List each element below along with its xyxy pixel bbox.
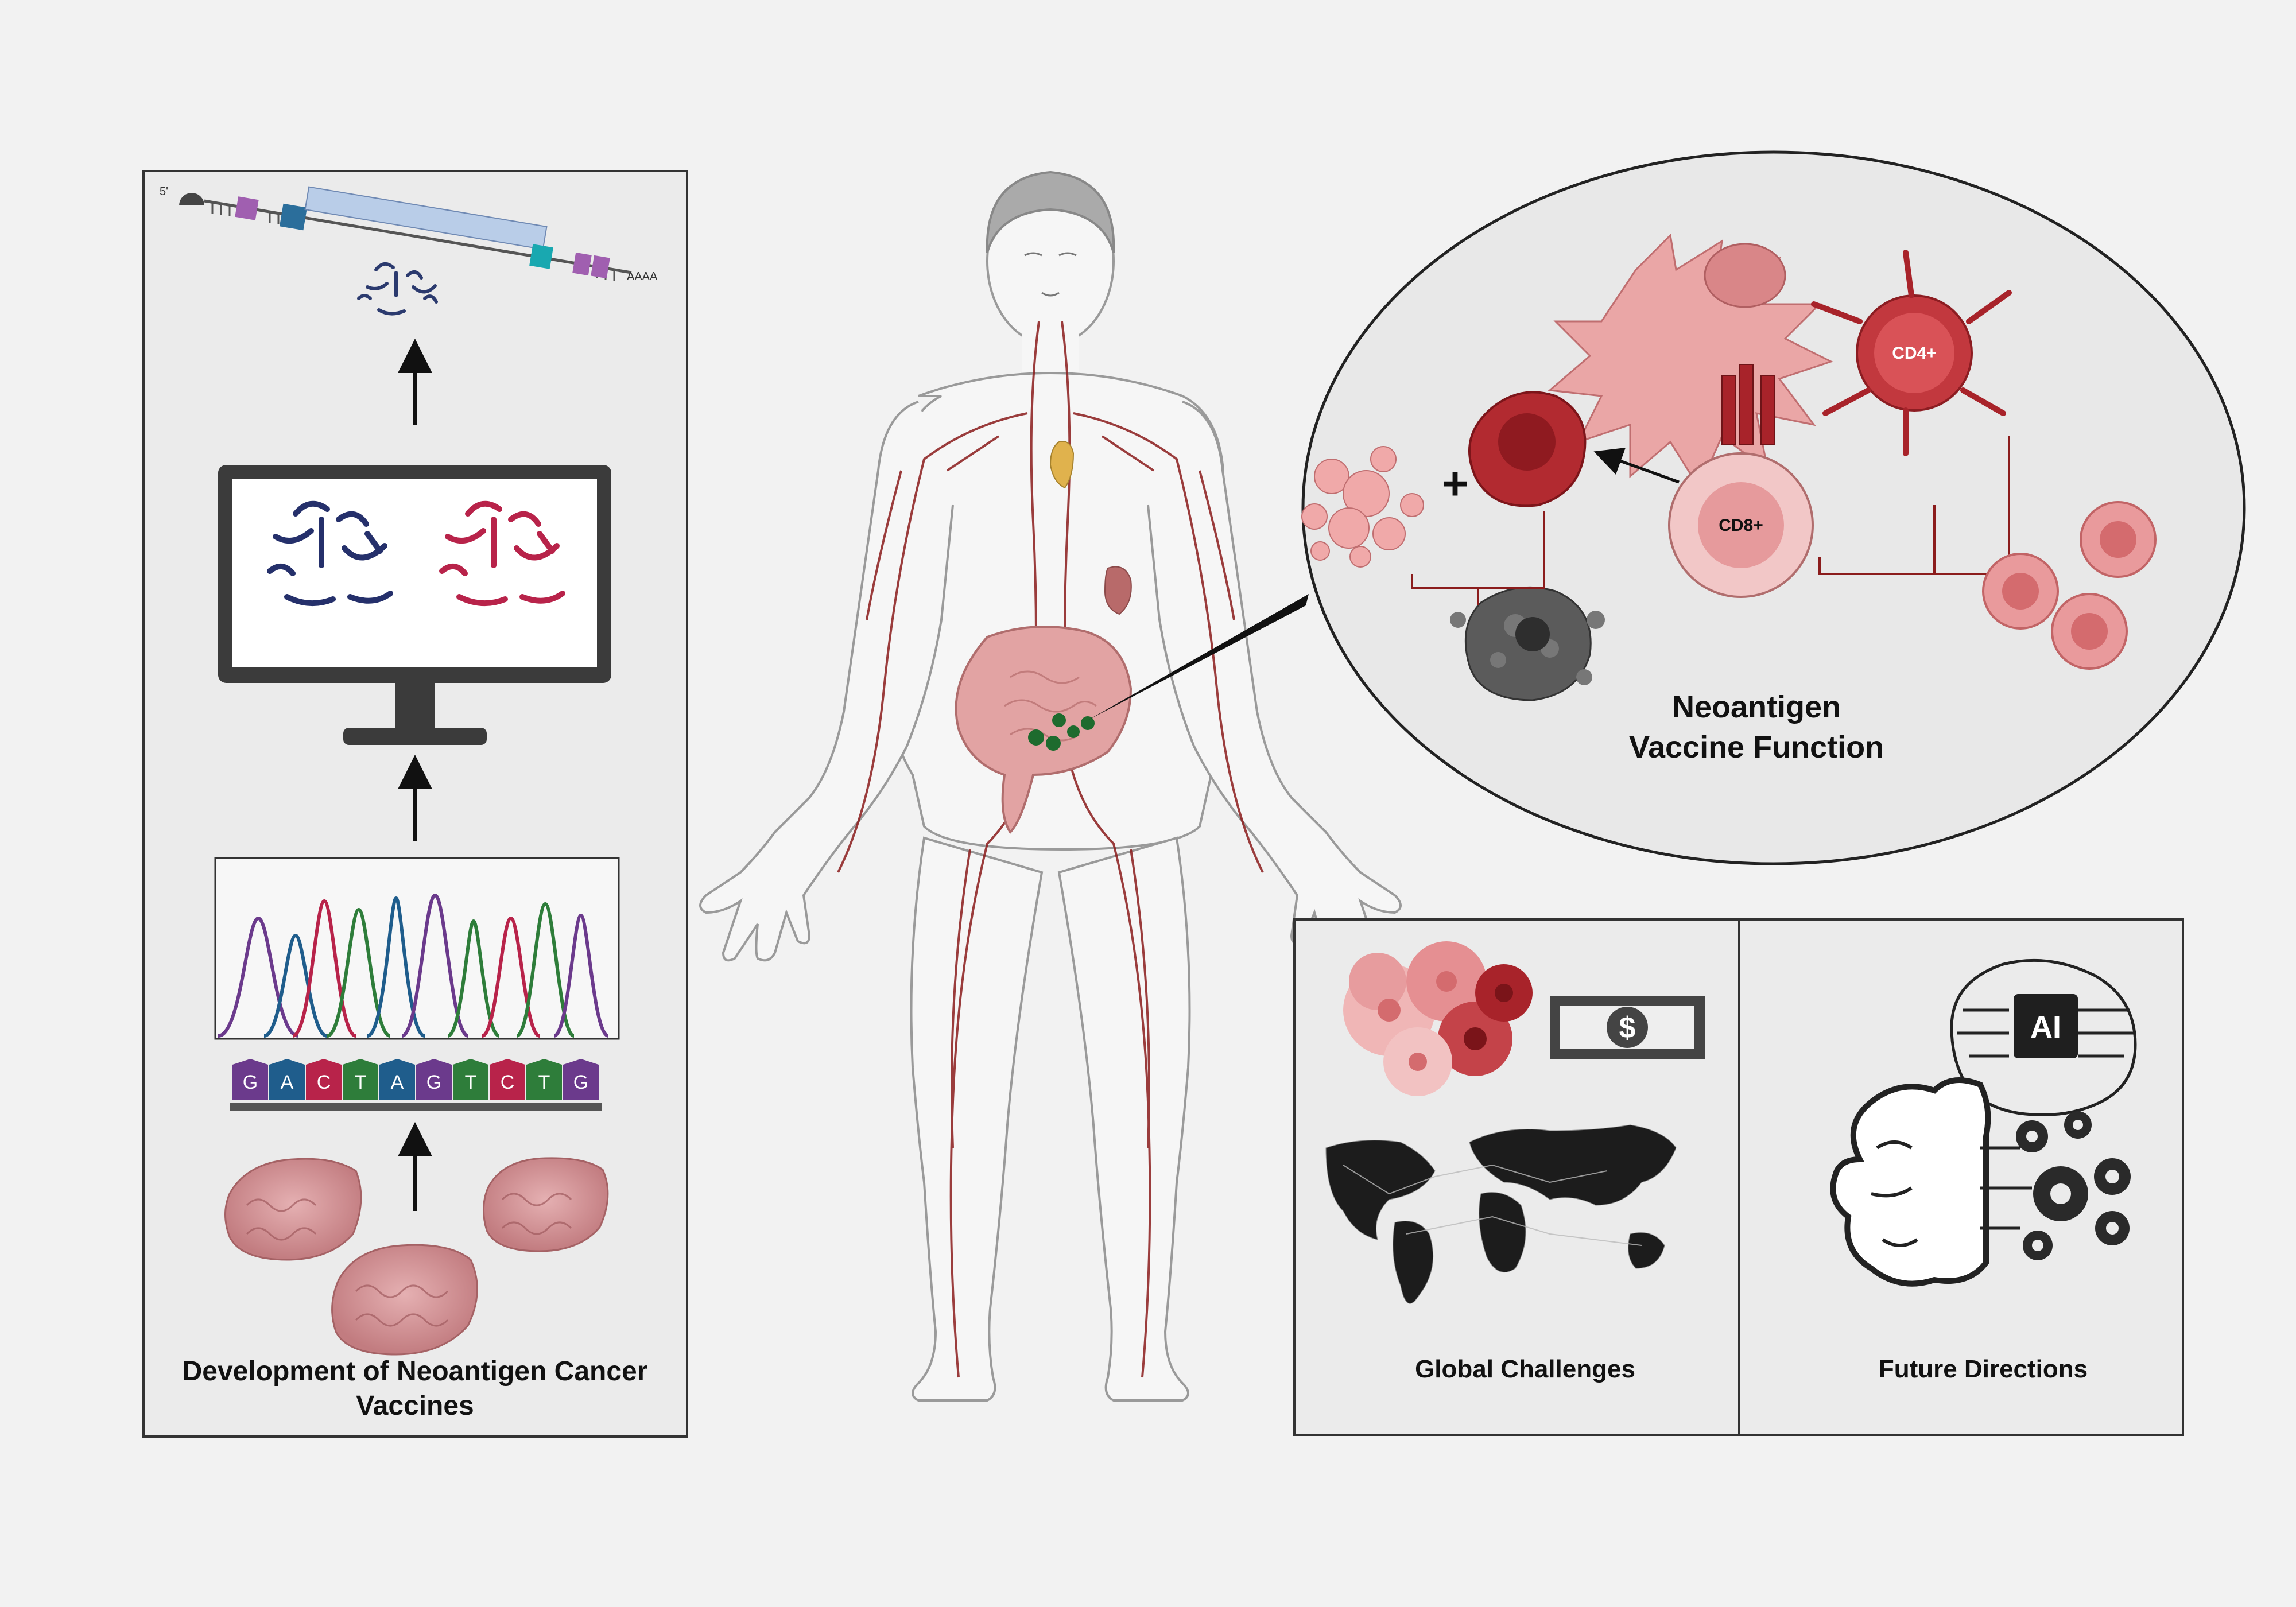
base-tile	[306, 1059, 342, 1100]
peptide-blue-icon	[267, 500, 393, 607]
plus-sign: +	[1442, 458, 1469, 509]
base-tile	[453, 1059, 488, 1100]
mrna-utr-block	[235, 196, 259, 220]
chromatogram	[214, 857, 620, 1040]
monitor-icon	[218, 465, 611, 745]
base-tile	[379, 1059, 415, 1100]
tumor-nodules	[1028, 713, 1095, 751]
brain-gears-icon	[1830, 1077, 2131, 1287]
ai-label: AI	[2030, 1010, 2061, 1045]
base-letter: G	[426, 1072, 441, 1093]
base-letter: A	[391, 1072, 404, 1093]
base-letter: A	[281, 1072, 294, 1093]
neoantigen-title-line2: Vaccine Function	[1629, 730, 1884, 764]
mrna-strand: 5' AAAA	[160, 185, 658, 283]
left-panel-title-line1: Development of Neoantigen Cancer	[183, 1356, 648, 1387]
dollar-sign: $	[1619, 1011, 1636, 1045]
dendritic-cell	[1548, 233, 1833, 490]
mrna-tail-block-2	[591, 255, 610, 279]
tissue-sample-left	[224, 1158, 362, 1261]
mrna-stop-block	[529, 244, 553, 269]
base-tile	[269, 1059, 305, 1100]
global-challenges-label: Global Challenges	[1415, 1355, 1635, 1383]
base-letter: T	[465, 1072, 477, 1093]
ai-chip	[2014, 994, 2078, 1058]
base-tile	[526, 1059, 562, 1100]
organ-kidney	[1104, 566, 1132, 615]
base-letter: G	[243, 1072, 258, 1093]
tumor-tissue-samples	[224, 1157, 609, 1356]
left-panel: 5' AAAA	[142, 170, 688, 1438]
base-tile	[563, 1059, 599, 1100]
tissue-sample-center	[331, 1244, 478, 1356]
tumor-cluster-icon	[1343, 941, 1533, 1096]
mhc-tcr-complex	[1721, 364, 1775, 445]
cd8-t-cell: CD8+	[1668, 452, 1814, 598]
base-letter: C	[317, 1072, 331, 1093]
challenges-directions-panel: $ Global Challenges AI	[1293, 918, 2184, 1436]
mrna-tail-block-1	[572, 252, 592, 276]
base-letter: T	[538, 1072, 550, 1093]
base-letter: G	[573, 1072, 588, 1093]
bracket-lines	[1411, 436, 2010, 605]
cd8-label: CD8+	[1719, 516, 1763, 535]
mrna-five-prime-label: 5'	[160, 185, 168, 198]
world-map-icon	[1325, 1124, 1677, 1304]
dead-tumor-cell	[1450, 586, 1605, 701]
base-tile	[343, 1059, 378, 1100]
future-directions-label: Future Directions	[1879, 1355, 2088, 1383]
lysed-tumor-fragments	[1301, 446, 1424, 568]
base-tile	[232, 1059, 268, 1100]
mrna-start-block	[279, 203, 308, 231]
cd4-t-cell: CD4+	[1811, 250, 2012, 456]
mrna-poly-a-label: AAAA	[627, 270, 658, 283]
body-hair	[986, 170, 1115, 253]
base-letter: T	[355, 1072, 367, 1093]
cd4-label: CD4+	[1892, 344, 1937, 363]
mrna-coding-region	[304, 186, 548, 250]
base-tile	[416, 1059, 452, 1100]
tissue-sample-right	[482, 1157, 609, 1252]
peptide-red-icon	[439, 500, 565, 607]
body-right-leg	[1057, 836, 1191, 1402]
peptide-icon-small	[357, 262, 438, 316]
body-left-arm	[699, 401, 954, 962]
neoantigen-title-line1: Neoantigen	[1672, 690, 1841, 724]
arrow-cd8-to-tumor	[1593, 447, 1680, 484]
body-left-leg	[910, 836, 1044, 1402]
human-body-figure	[699, 170, 1402, 1402]
base-letter: C	[501, 1072, 515, 1093]
base-tile	[490, 1059, 525, 1100]
neoantigen-function-panel: CD4+ CD8+ +	[1301, 150, 2246, 865]
zoom-pointer	[1088, 594, 1309, 720]
body-neck	[1022, 333, 1079, 379]
mrna-cap-icon	[179, 193, 204, 205]
left-panel-title-line2: Vaccines	[356, 1391, 474, 1421]
base-sequence-bar	[230, 1103, 602, 1111]
organ-thyroid	[1049, 441, 1075, 489]
organ-intestine	[955, 626, 1133, 834]
dollar-bill-icon: $	[1550, 996, 1705, 1059]
